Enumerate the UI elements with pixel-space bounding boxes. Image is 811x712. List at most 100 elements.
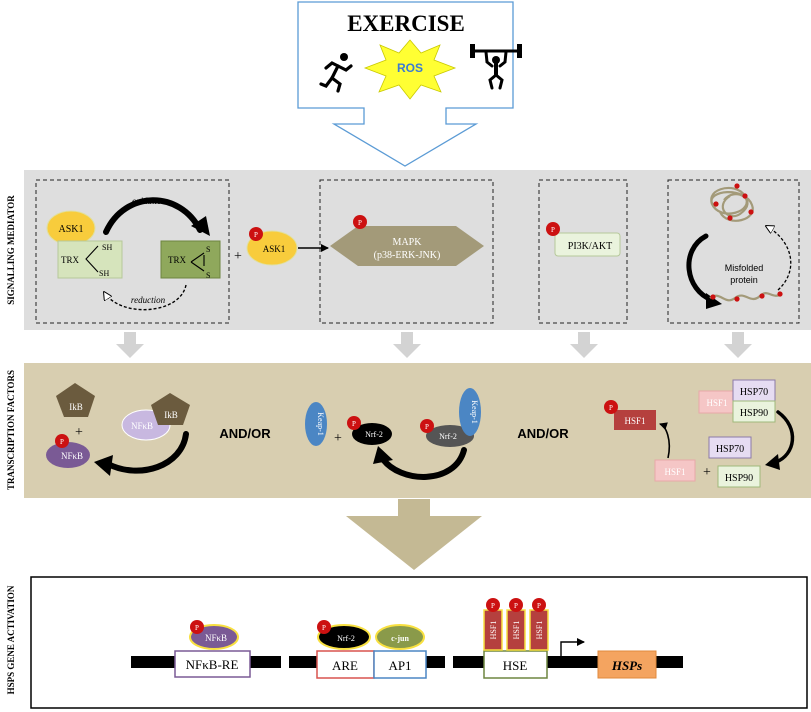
hsf1-free-label: HSF1 xyxy=(664,467,685,477)
mapk-sub-label: (p38-ERK-JNK) xyxy=(374,250,441,261)
phospho-nrf2-dna-icon xyxy=(317,620,331,634)
nfkb-bound-label: NFκB xyxy=(131,421,153,431)
aggregation-arrow xyxy=(686,233,715,303)
nrf2-bound-label: Nrf-2 xyxy=(439,432,457,441)
s-top-label: S xyxy=(206,245,210,254)
hse-label: HSE xyxy=(503,658,528,673)
hsf1-complex-label: HSF1 xyxy=(706,398,727,408)
phospho-pi3k-label: P xyxy=(551,226,555,234)
and-or-2: AND/OR xyxy=(517,426,569,441)
ikb-free-label: IkB xyxy=(69,402,83,412)
misfolded-panel xyxy=(667,179,800,324)
misfolded-chain-icon xyxy=(709,291,783,302)
hsps-gene xyxy=(597,650,657,679)
hsf1-p-label: HSF1 xyxy=(624,416,645,426)
phospho-nfkb-dna-icon xyxy=(190,620,204,634)
nfkb-release-arrowhead xyxy=(94,455,113,476)
hse-element xyxy=(483,650,548,679)
ros-label: ROS xyxy=(397,61,423,75)
sh-bottom-label: SH xyxy=(99,269,109,278)
mapk-node xyxy=(330,226,484,266)
keap-bound-node xyxy=(459,388,481,436)
phospho-nrf2-label: P xyxy=(352,420,356,428)
ros-burst-icon xyxy=(363,39,457,100)
phospho-mapk-label: P xyxy=(358,219,362,227)
nrf2-p-label: Nrf-2 xyxy=(365,430,383,439)
hsp90-bottom-node xyxy=(717,465,761,488)
phospho-hsf1-trimer-3-label: P xyxy=(537,602,541,610)
hsp70-top-label: HSP70 xyxy=(740,387,768,398)
phospho-hsf1-label: P xyxy=(609,404,613,412)
activation-row-label: HSPS GENE ACTIVATION xyxy=(6,585,16,694)
hsf1-trimer xyxy=(483,609,549,651)
trx-oxidized-bonds xyxy=(190,252,205,272)
hsf1-activation-arrow xyxy=(659,422,671,459)
signalling-row-label: SIGNALLING MEDIATOR xyxy=(6,195,16,305)
ikb-free-node xyxy=(56,383,95,417)
trx-reduced-node xyxy=(57,240,123,279)
nrf2-p-node xyxy=(352,423,392,445)
nfkb-p-label: NFκB xyxy=(61,451,83,461)
cjun-dna-node xyxy=(375,624,425,650)
refolding-arrow xyxy=(766,226,792,291)
nrf2-release-arrow xyxy=(379,447,467,480)
misfolded-sub-label: protein xyxy=(730,275,758,285)
hsf1-trimer-3-label: HSF1 xyxy=(535,621,544,640)
phospho-hsf1-trimer-1-label: P xyxy=(491,602,495,610)
nfkb-bound-dna-label: NFκB xyxy=(205,633,227,643)
ask1-label: ASK1 xyxy=(58,224,83,235)
hsp90-bottom-label: HSP90 xyxy=(725,473,753,484)
hsp-release-arrow xyxy=(774,410,795,464)
are-label: ARE xyxy=(332,658,358,673)
phospho-pi3k-icon xyxy=(546,222,560,236)
nrf2-release-arrowhead xyxy=(373,446,393,464)
pi3k-node xyxy=(554,232,621,257)
cjun-dna-label: c-jun xyxy=(391,634,409,643)
mapk-panel xyxy=(319,179,494,324)
reduction-arrow xyxy=(104,284,187,311)
phospho-nrf2-dna-label: P xyxy=(322,624,326,632)
hsp90-top-node xyxy=(732,400,776,423)
and-or-1: AND/OR xyxy=(219,426,271,441)
keap-free-node xyxy=(305,402,327,446)
hsp90-top-label: HSP90 xyxy=(740,408,768,419)
phospho-hsf1-icon xyxy=(604,400,618,414)
hsp70-bottom-node xyxy=(708,436,752,459)
reduction-label: reduction xyxy=(131,295,166,305)
exercise-title: EXERCISE xyxy=(347,11,465,36)
trx-reduced-label: TRX xyxy=(61,255,80,265)
nfkb-p-node xyxy=(46,442,90,468)
plus-signalling: + xyxy=(234,249,242,264)
misfolded-label: Misfolded xyxy=(725,263,764,273)
hsf1-free-node xyxy=(654,459,696,482)
ap1-label: AP1 xyxy=(388,658,411,673)
phospho-nrf2-icon xyxy=(347,416,361,430)
phospho-nrf2-bound-icon xyxy=(420,419,434,433)
oxidation-label: oxidation xyxy=(132,196,166,206)
hsf1-p-node xyxy=(614,410,656,430)
phospho-nfkb-icon xyxy=(55,434,69,448)
phospho-ask1-icon xyxy=(249,227,263,241)
phospho-hsf1-trimer-3-icon xyxy=(532,598,546,612)
trx-oxidized-label: TRX xyxy=(168,255,187,265)
phospho-hsf1-trimer-1-icon xyxy=(486,598,500,612)
phospho-nfkb-dna-label: P xyxy=(195,624,199,632)
mapk-label: MAPK xyxy=(393,237,423,248)
trx-oxidized-node xyxy=(160,240,221,279)
keap-free-label: Keap-1 xyxy=(316,412,325,436)
trx-reduced-bonds xyxy=(85,245,99,273)
protein-aggregate-icon xyxy=(710,183,754,222)
nfkb-re-element xyxy=(174,650,251,678)
phospho-hsf1-trimer-2-label: P xyxy=(514,602,518,610)
runner-icon xyxy=(319,53,353,93)
s-bottom-label: S xyxy=(206,271,210,280)
big-down-arrow-icon xyxy=(346,499,482,570)
plus-nfkb: + xyxy=(75,425,83,440)
hsp-release-arrowhead xyxy=(765,454,780,470)
hsp70-bottom-label: HSP70 xyxy=(716,444,744,455)
p-ask1-label: ASK1 xyxy=(263,244,286,254)
pi3k-panel xyxy=(538,179,628,324)
hsf1-trimer-2-label: HSF1 xyxy=(512,621,521,640)
ikb-bound-label: IkB xyxy=(164,410,178,420)
